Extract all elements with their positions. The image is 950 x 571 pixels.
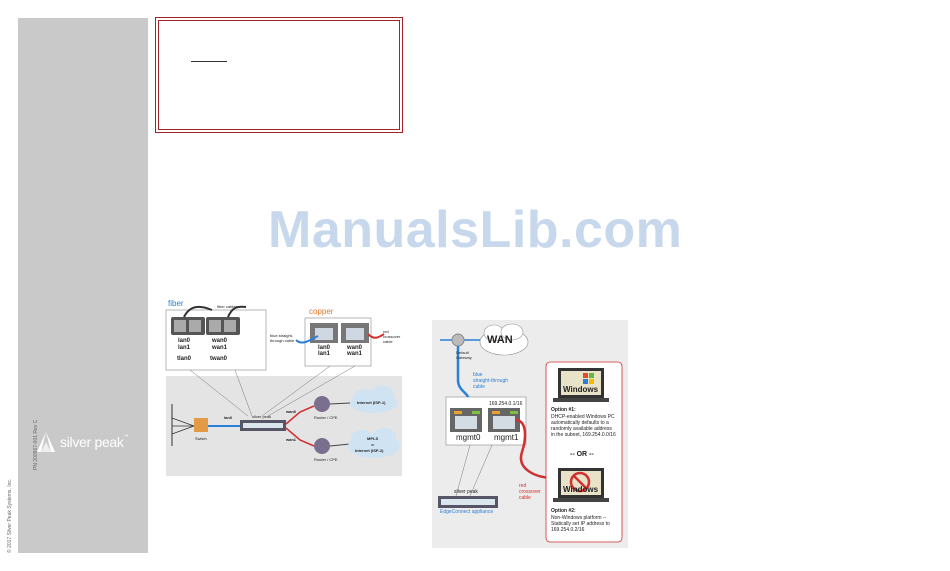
fiber-cables-label: fiber cables [217,304,238,309]
switch-label: Switch [195,436,207,441]
prohibited-icon [569,471,591,493]
mgmt1-label: mgmt1 [494,433,519,442]
fiber-port-twan0: twan0 [210,356,228,362]
default-gateway-label-2: Gateway [456,355,472,360]
wan0-link-label: wan0 [286,409,297,414]
left-network-diagram [165,305,402,476]
fiber-port-tlan0: tlan0 [177,356,192,362]
option2-line: Statically set IP address to [551,521,610,527]
blue-cable-label-3: cable [473,384,485,390]
or-separator: -- OR -- [570,451,594,458]
option1-line: automatically defaults to a [551,420,609,426]
blue-cable-label-1: blue [473,372,483,378]
blue-cable-label-2: straight-through [473,378,509,384]
copper-port-lan1: lan1 [318,351,331,357]
option2-line: Non-Windows platform -- [551,515,607,521]
mgmt0-label: mgmt0 [456,433,481,442]
router-icon [314,438,330,454]
option2-line: 169.254.0.2/16 [551,527,585,533]
cloud-bottom-label-2: or [371,442,375,447]
cloud-top-label: Internet (ISP-1) [357,400,386,405]
option1-line: in the subnet, 169.254.0.0/16 [551,432,616,438]
fiber-port-wan0: wan0 [212,338,228,344]
router-icon [314,396,330,412]
wan-label: WAN [487,334,513,346]
red-cable-label-2: crossover [519,489,541,495]
blue-cable [295,335,319,344]
fiber-port-wan1: wan1 [212,345,228,351]
cloud-bottom-label-3: Internet (ISP-2) [355,448,384,453]
windows-logo-text-2: Windows [563,485,599,494]
cloud-bottom-label-1: MPLS [367,436,379,441]
notice-underline [191,61,227,62]
wan-cloud-icon [479,323,529,356]
router-top-label: Router / CPE [314,415,338,420]
wan1-link-label: wan1 [286,437,297,442]
option2-title: Option #2: [551,508,576,514]
gateway-router-icon [451,333,465,347]
red-mgmt-cable [514,418,553,480]
fiber-port-lan1: lan1 [178,345,191,351]
notice-box [155,17,403,133]
fiber-port-lan0: lan0 [178,338,191,344]
switch-icon [194,418,208,432]
cloud-icon [350,386,398,413]
blue-cable-label: blue straight-through cable [270,333,295,343]
option1-line: DHCP-enabled Windows PC [551,414,615,420]
option1-line: randomly available address [551,426,612,432]
fiber-title: fiber [168,299,184,308]
notice-box-inner [158,20,400,130]
copper-port-lan0: lan0 [318,345,331,351]
red-cable-label-3: cable [519,495,531,501]
copper-port-wan0: wan0 [347,345,363,351]
appliance-logo-label-right: silver peak [454,489,478,495]
sidebar [18,18,148,553]
red-cable-label-1: red [519,483,527,489]
cloud-icon [348,428,400,458]
red-cable [367,333,385,339]
appliance-logo-label: silver peak [252,414,272,419]
ip-label: 169.254.0.1/16 [489,401,523,407]
default-gateway-label-1: Default [456,350,469,355]
appliance-name: EdgeConnect appliance [440,509,494,515]
watermark: ManualsLib.com [268,201,683,259]
silver-peak-logo: silver peak™ [60,434,129,450]
red-cable-label: red crossover cable [383,329,401,344]
router-bottom-label: Router / CPE [314,457,338,462]
option1-title: Option #1: [551,407,576,413]
copper-port-wan1: wan1 [347,351,363,357]
copper-title: copper [309,307,334,316]
lan0-link-label: lan0 [224,415,233,420]
fiber-cable [183,305,213,318]
windows-logo-text: Windows [563,385,599,394]
right-network-diagram [432,320,628,548]
